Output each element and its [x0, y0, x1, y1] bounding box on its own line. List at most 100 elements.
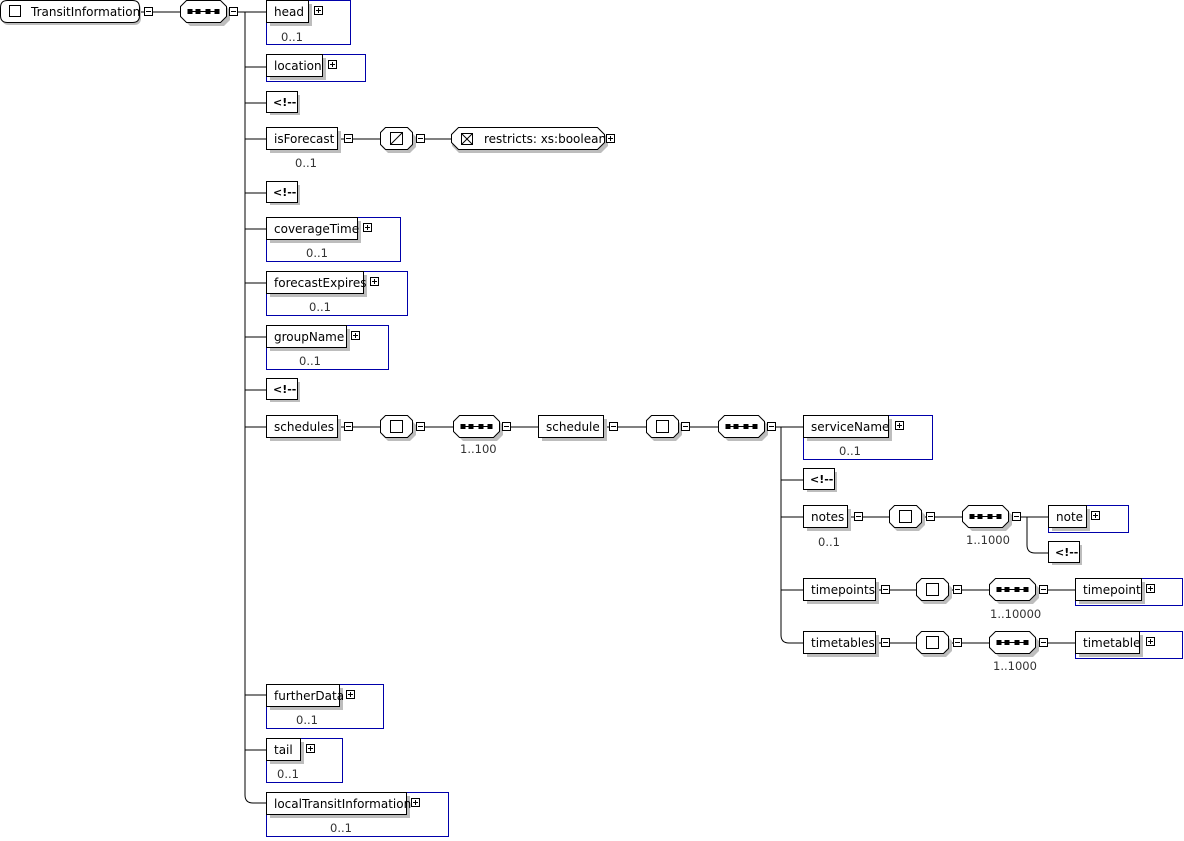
timetable-box[interactable] [1075, 631, 1144, 658]
comment-icon[interactable] [1048, 541, 1083, 566]
isforecast-label: isForecast [274, 132, 335, 146]
localtransitinformation-label: localTransitInformation [274, 797, 412, 811]
minus-box-icon[interactable] [926, 512, 935, 521]
coveragetime-cardinality: 0..1 [306, 246, 328, 260]
plus-box-icon[interactable] [314, 6, 323, 15]
schedules-box[interactable] [266, 415, 342, 442]
head-cardinality: 0..1 [281, 30, 303, 44]
timetables-label: timetables [811, 636, 875, 650]
plus-box-icon[interactable] [1146, 637, 1155, 646]
plus-box-icon[interactable] [606, 134, 615, 143]
comment-icon[interactable] [266, 91, 301, 116]
localtransitinformation-cardinality: 0..1 [330, 821, 352, 835]
groupname-box[interactable] [266, 325, 351, 352]
schedule-box[interactable] [538, 415, 608, 442]
plus-box-icon[interactable] [351, 331, 360, 340]
minus-box-icon[interactable] [416, 134, 425, 143]
minus-box-icon[interactable] [609, 422, 618, 431]
plus-box-icon[interactable] [370, 277, 379, 286]
localtransitinformation-box[interactable] [266, 792, 411, 819]
plus-box-icon[interactable] [411, 798, 420, 807]
minus-box-icon[interactable] [344, 134, 353, 143]
plus-box-icon[interactable] [895, 421, 904, 430]
sequence-compositor-icon[interactable] [180, 0, 231, 27]
plus-box-icon[interactable] [346, 690, 355, 699]
plus-box-icon[interactable] [1091, 511, 1100, 520]
restriction-box[interactable] [451, 127, 609, 154]
location-label: location [274, 59, 322, 73]
servicename-box[interactable] [803, 415, 893, 442]
toggle-buttons [144, 6, 1155, 807]
sequence-compositor-icon[interactable] [989, 631, 1040, 658]
minus-box-icon[interactable] [502, 422, 511, 431]
plus-box-icon[interactable] [328, 60, 337, 69]
note-box[interactable] [1048, 505, 1091, 532]
minus-box-icon[interactable] [881, 638, 890, 647]
timepoint-box[interactable] [1075, 578, 1146, 605]
furtherdata-label: furtherData [274, 689, 345, 703]
root-label: TransitInformation [31, 5, 141, 19]
root-element-box[interactable] [0, 0, 142, 26]
complex-type-icon[interactable] [889, 505, 926, 532]
comment-label: <!-- [273, 96, 297, 109]
minus-box-icon[interactable] [767, 422, 776, 431]
complex-type-icon[interactable] [916, 631, 953, 658]
schedules-sequence-cardinality: 1..100 [460, 442, 497, 456]
sequence-compositor-icon[interactable] [453, 415, 504, 442]
isforecast-box[interactable] [266, 127, 342, 154]
isforecast-cardinality: 0..1 [295, 156, 317, 170]
groupname-cardinality: 0..1 [299, 354, 321, 368]
complex-type-icon[interactable] [646, 415, 683, 442]
minus-box-icon[interactable] [1039, 638, 1048, 647]
minus-box-icon[interactable] [854, 512, 863, 521]
plus-box-icon[interactable] [363, 223, 372, 232]
minus-box-icon[interactable] [681, 422, 690, 431]
forecastexpires-label: forecastExpires [274, 276, 367, 290]
notes-cardinality: 0..1 [818, 535, 840, 549]
minus-box-icon[interactable] [1012, 512, 1021, 521]
notes-label: notes [811, 510, 845, 524]
sequence-compositor-icon[interactable] [989, 578, 1040, 605]
minus-box-icon[interactable] [144, 7, 153, 16]
timetables-sequence-cardinality: 1..1000 [993, 659, 1037, 673]
minus-box-icon[interactable] [953, 638, 962, 647]
comment-icon[interactable] [266, 181, 301, 206]
minus-box-icon[interactable] [344, 422, 353, 431]
comment-label: <!-- [810, 473, 834, 486]
minus-box-icon[interactable] [953, 585, 962, 594]
plus-box-icon[interactable] [306, 744, 315, 753]
comment-icon[interactable] [266, 378, 301, 403]
forecastexpires-box[interactable] [266, 271, 368, 298]
notes-box[interactable] [803, 505, 852, 532]
tail-box[interactable] [266, 738, 305, 765]
sequence-compositor-icon[interactable] [718, 415, 769, 442]
minus-box-icon[interactable] [229, 7, 238, 16]
groupname-label: groupName [274, 330, 345, 344]
timepoints-box[interactable] [803, 578, 880, 605]
complex-type-icon[interactable] [380, 415, 417, 442]
element-boxes [0, 0, 1146, 819]
coveragetime-box[interactable] [266, 217, 362, 244]
head-label: head [274, 5, 304, 19]
complex-type-icon[interactable] [916, 578, 953, 605]
connector-lines [140, 11, 1075, 804]
comment-icon[interactable] [803, 468, 838, 493]
restriction-icon [461, 133, 473, 145]
plus-box-icon[interactable] [1146, 584, 1155, 593]
timepoints-sequence-cardinality: 1..10000 [990, 607, 1042, 621]
location-box[interactable] [266, 54, 327, 81]
simple-type-icon[interactable] [380, 127, 417, 154]
notes-sequence-cardinality: 1..1000 [966, 533, 1010, 547]
furtherdata-box[interactable] [266, 684, 344, 711]
minus-box-icon[interactable] [1039, 585, 1048, 594]
schedule-label: schedule [546, 420, 600, 434]
timepoint-label: timepoint [1083, 583, 1141, 597]
minus-box-icon[interactable] [881, 585, 890, 594]
minus-box-icon[interactable] [416, 422, 425, 431]
timepoints-label: timepoints [811, 583, 875, 597]
sequence-compositor-icon[interactable] [962, 505, 1013, 532]
head-box[interactable] [266, 0, 313, 27]
furtherdata-cardinality: 0..1 [296, 713, 318, 727]
timetables-box[interactable] [803, 631, 880, 658]
